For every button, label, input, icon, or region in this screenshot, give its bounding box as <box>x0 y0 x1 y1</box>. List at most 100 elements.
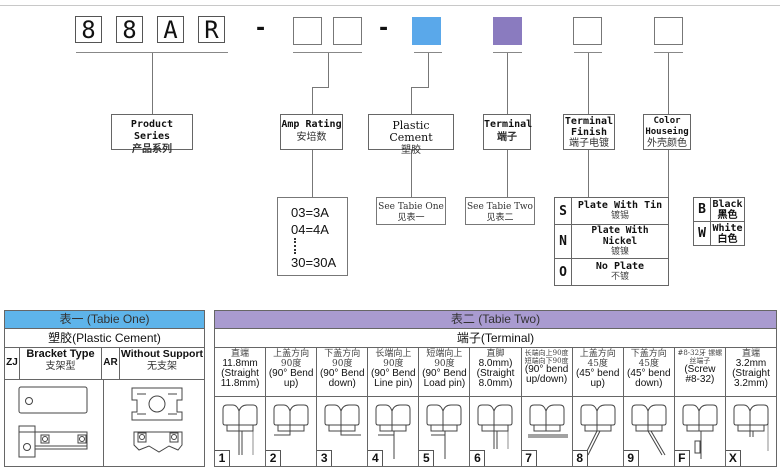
terminal-desc-cn: 上盖方向 90度 <box>273 349 310 369</box>
terminal-desc-cn: 直脚 <box>486 349 505 359</box>
terminal-desc-cn: 下盖方向 45度 <box>630 349 667 369</box>
connector-terminal-a <box>507 53 508 114</box>
terminal-desc-en: (90° Bend <box>371 368 416 379</box>
connector-terminal-b <box>507 150 508 197</box>
terminal-code-badge: 8 <box>572 450 588 466</box>
amp-options-box: 03=3A 04=4A 30=30A <box>277 197 348 276</box>
without-support-icon <box>131 387 183 453</box>
connector-plastic-c <box>411 87 412 114</box>
color-code: B <box>693 197 711 222</box>
terminal-screw-icon <box>682 404 718 459</box>
terminal-drawing-8: 8 <box>572 397 624 466</box>
terminal-desc-en: (Straight <box>476 368 515 379</box>
terminal-desc-en: down) <box>328 378 356 389</box>
see-table-one-box: See Tabie One 见表一 <box>376 197 446 225</box>
terminal-desc-cn: 短端向上 90度 <box>426 349 463 369</box>
type-code-zj: ZJ <box>5 348 20 379</box>
terminal-underline <box>493 52 522 53</box>
table-two-header: 表二 (Tabie Two) <box>215 311 776 329</box>
separator-dash-1: - <box>256 16 266 41</box>
terminal-code-badge: 7 <box>521 450 537 466</box>
terminal-load-pin-icon <box>426 404 462 459</box>
type-bracket-en: Bracket Type <box>26 348 95 360</box>
connector-amp-d <box>312 150 313 197</box>
label-amp-rating-en: Amp Rating <box>281 119 342 130</box>
terminal-desc-en: 8.0mm) <box>478 378 513 389</box>
finish-cn: 镀锡 <box>610 211 629 221</box>
series-char-1: 8 <box>75 16 102 43</box>
amp-slot-1 <box>293 17 322 45</box>
label-plastic-cement: Plastic Cement 塑胶 <box>368 114 454 156</box>
color-en: Black <box>712 198 743 210</box>
terminal-bend-updown-icon <box>527 404 568 438</box>
terminal-straight-long-icon <box>222 404 258 455</box>
label-color-housing-en1: Color <box>653 116 681 126</box>
label-product-series-cn: 产品系列 <box>132 144 172 155</box>
series-char-3: A <box>157 16 184 43</box>
terminal-line-pin-icon <box>375 404 411 459</box>
finish-en: No Plate <box>595 261 645 272</box>
finish-code: S <box>554 197 572 225</box>
ellipsis-dots <box>294 238 297 254</box>
bracket-type-icon <box>18 386 88 458</box>
type-without-support-cn: 无支架 <box>147 361 177 372</box>
see-table-two-cn: 见表二 <box>486 213 514 223</box>
finish-en: Plate With Tin <box>577 200 663 211</box>
label-terminal-cn: 端子 <box>497 132 517 143</box>
terminal-drawing-3: 3 <box>317 397 369 466</box>
terminal-desc-en: (90° Bend <box>268 368 314 379</box>
bracket-type-drawing <box>5 380 104 466</box>
label-amp-rating-cn: 安培数 <box>296 132 327 143</box>
terminal-drawing-5: 5 <box>419 397 471 466</box>
terminal-desc-en: 11.8mm) <box>220 378 260 389</box>
terminal-desc-cn: 直端 <box>741 349 760 359</box>
terminal-desc-cn: 下盖方向 90度 <box>324 349 361 369</box>
connector-series <box>152 53 153 114</box>
type-code-ar: AR <box>102 348 120 379</box>
plastic-cement-underline <box>414 52 442 53</box>
terminal-desc-en: 3.2mm) <box>734 378 768 389</box>
terminal-slot <box>493 17 522 45</box>
terminal-desc-en: up/down) <box>526 374 568 385</box>
without-support-drawing <box>104 380 204 466</box>
type-without-support-en: Without Support <box>120 348 204 360</box>
terminal-finish-underline <box>574 52 602 53</box>
terminal-drawing-1: 1 <box>215 397 267 466</box>
terminal-desc-en: (45° bend <box>575 368 620 379</box>
terminal-desc-cn: 直端 <box>231 349 250 359</box>
label-color-housing: Color Houseing 外壳颜色 <box>643 114 691 150</box>
connector-plastic-d <box>411 150 412 197</box>
label-plastic-cement-cn: 塑胶 <box>401 145 421 156</box>
terminal-drawing-X: X <box>725 397 776 466</box>
terminal-desc-cn: 长端向上90度 短端向下90度 <box>524 349 569 365</box>
label-terminal-finish-en2: Finish <box>570 127 608 138</box>
table-one-images <box>5 380 204 466</box>
terminal-desc-en: (Straight <box>732 368 770 379</box>
label-color-housing-en2: Houseing <box>645 127 689 137</box>
connector-plastic-b <box>411 87 429 88</box>
terminal-code-badge: 1 <box>215 450 230 466</box>
terminal-desc-en: (45° bend <box>627 368 671 379</box>
label-terminal-finish: Terminal Finish 端子电镀 <box>563 114 615 150</box>
terminal-code-badge: 4 <box>368 450 384 466</box>
label-color-housing-cn: 外壳颜色 <box>647 138 687 149</box>
terminal-desc-en: Line pin) <box>374 378 413 389</box>
connector-color-a <box>668 53 669 114</box>
table-one-subheader: 塑胶(Plastic Cement) <box>5 329 204 348</box>
label-amp-rating: Amp Rating 安培数 <box>280 114 343 150</box>
terminal-drawing-2: 2 <box>266 397 318 466</box>
terminal-code-badge: 9 <box>623 450 639 466</box>
plastic-cement-slot <box>412 17 441 45</box>
terminal-desc-en: (90° bend <box>524 364 569 375</box>
terminal-desc-en: (90° Bend <box>422 368 467 379</box>
table-two-subheader: 端子(Terminal) <box>215 329 776 348</box>
amp-slot-2 <box>333 17 362 45</box>
